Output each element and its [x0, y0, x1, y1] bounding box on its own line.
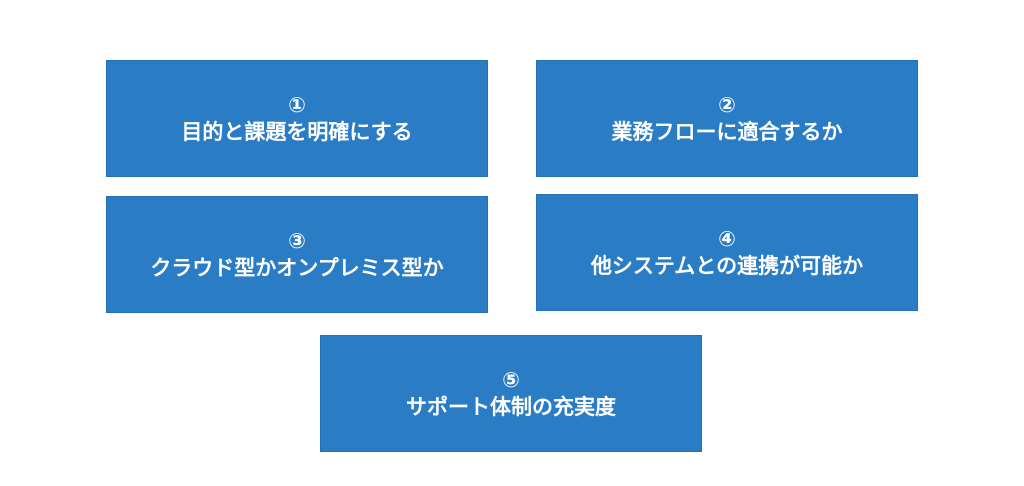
card-label: 業務フローに適合するか [611, 119, 843, 144]
criteria-card-5: ⑤ サポート体制の充実度 [320, 335, 702, 452]
card-number: ③ [288, 228, 306, 253]
criteria-card-2: ② 業務フローに適合するか [536, 60, 918, 177]
criteria-card-3: ③ クラウド型かオンプレミス型か [106, 196, 488, 313]
card-label: 他システムとの連携が可能か [590, 253, 864, 278]
card-number: ② [718, 92, 736, 117]
card-label: クラウド型かオンプレミス型か [150, 255, 444, 280]
card-label: サポート体制の充実度 [406, 394, 616, 419]
criteria-card-1: ① 目的と課題を明確にする [106, 60, 488, 177]
card-number: ① [288, 92, 306, 117]
card-number: ④ [718, 226, 736, 251]
card-label: 目的と課題を明確にする [181, 119, 413, 144]
criteria-card-4: ④ 他システムとの連携が可能か [536, 194, 918, 311]
card-number: ⑤ [502, 367, 520, 392]
